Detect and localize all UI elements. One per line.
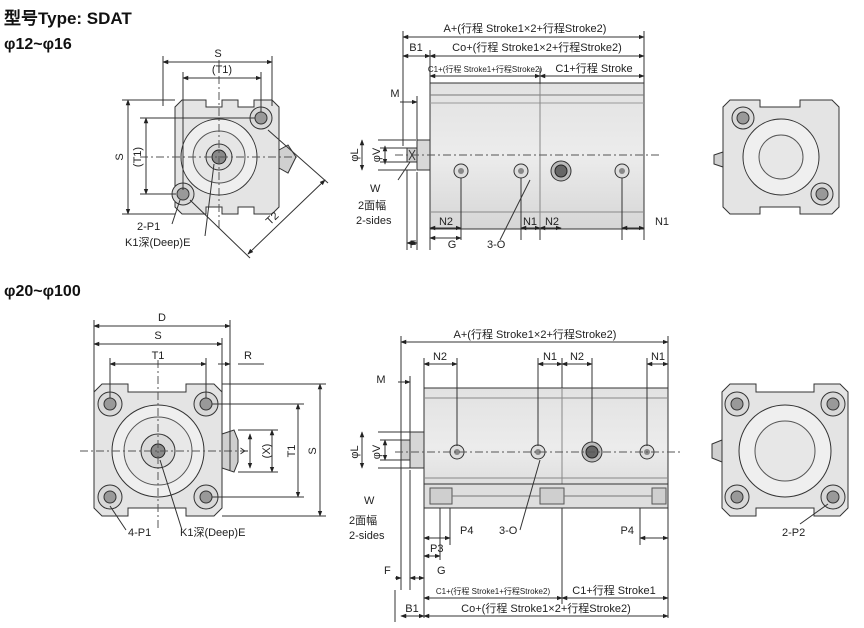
dim-phiL-large: φL [349,445,361,458]
dim-S-small: S [214,48,221,60]
dim-F-large: F [384,565,391,577]
label-2-P2: 2-P2 [782,527,805,539]
dim-S-large: S [154,330,161,342]
label-3-O-small: 3-O [487,239,506,251]
label-K1-small: K1深(Deep)E [125,236,190,249]
dim-A-small: A+(行程 Stroke1×2+行程Stroke2) [444,22,607,35]
dim-C1b-large: C1+行程 Stroke1 [572,584,655,597]
label-sides-large: 2-sides [349,530,385,542]
dim-Co-large: Co+(行程 Stroke1×2+行程Stroke2) [461,602,631,615]
dim-N1b-large: N1 [651,351,665,363]
dim-M-small: M [390,88,399,100]
label-faces-small: 2面幅 [358,199,386,212]
dim-P4b-large: P4 [621,525,634,537]
dim-Y-large: Y [239,447,251,455]
dim-T1-large: T1 [152,350,165,362]
small-side-view [395,82,660,230]
small-front-view [140,60,300,230]
dim-W-small: W [370,183,381,195]
page-title: 型号Type: SDAT [4,9,132,28]
dim-T1-vertical-small: (T1) [132,147,144,167]
dim-N1a-small: N1 [523,216,537,228]
dim-W-large: W [364,495,375,507]
dim-P4a-large: P4 [460,525,473,537]
dim-N2a-large: N2 [433,351,447,363]
dim-N2b-small: N2 [545,216,559,228]
large-front-view [80,360,250,530]
label-4-P1: 4-P1 [128,527,151,539]
dim-D-large: D [158,312,166,324]
label-2-P1: 2-P1 [137,221,160,233]
dim-G-large: G [437,565,446,577]
dim-S-vertical-small: S [114,153,126,160]
dim-N2a-small: N2 [439,216,453,228]
section-title-large: φ20~φ100 [4,283,81,300]
dim-T1-small: (T1) [212,64,232,76]
dim-M-large: M [376,374,385,386]
dim-C1a-small: C1+(行程 Stroke1+行程Stroke2) [428,64,543,74]
dim-phiL-small: φL [349,148,361,161]
dim-G-small: G [448,239,457,251]
label-K1-large: K1深(Deep)E [180,526,245,539]
label-3-O-large: 3-O [499,525,518,537]
small-rear-view [713,99,840,215]
dim-A-large: A+(行程 Stroke1×2+行程Stroke2) [454,328,617,341]
dim-C1b-small: C1+行程 Stroke [555,62,632,75]
dim-R-large: R [244,350,252,362]
dim-P3-large: P3 [430,543,443,555]
dim-X-large: (X) [261,444,273,459]
dim-C1a-large: C1+(行程 Stroke1+行程Stroke2) [436,586,551,596]
dim-N2b-large: N2 [570,351,584,363]
label-faces-large: 2面幅 [349,514,377,527]
large-rear-view [711,383,849,525]
dim-T1-vertical-large: T1 [286,445,298,458]
dim-F-small: F [410,239,417,251]
section-title-small: φ12~φ16 [4,36,72,53]
large-side-view [395,387,680,509]
label-sides-small: 2-sides [356,215,392,227]
dim-phiV-small: φV [371,147,383,162]
dim-B1-large: B1 [405,603,418,615]
dim-phiV-large: φV [371,444,383,459]
dim-S-vertical-large: S [307,447,319,454]
dim-N1b-small: N1 [655,216,669,228]
dim-Co-small: Co+(行程 Stroke1×2+行程Stroke2) [452,41,622,54]
dim-B1-small: B1 [409,42,422,54]
dim-N1a-large: N1 [543,351,557,363]
